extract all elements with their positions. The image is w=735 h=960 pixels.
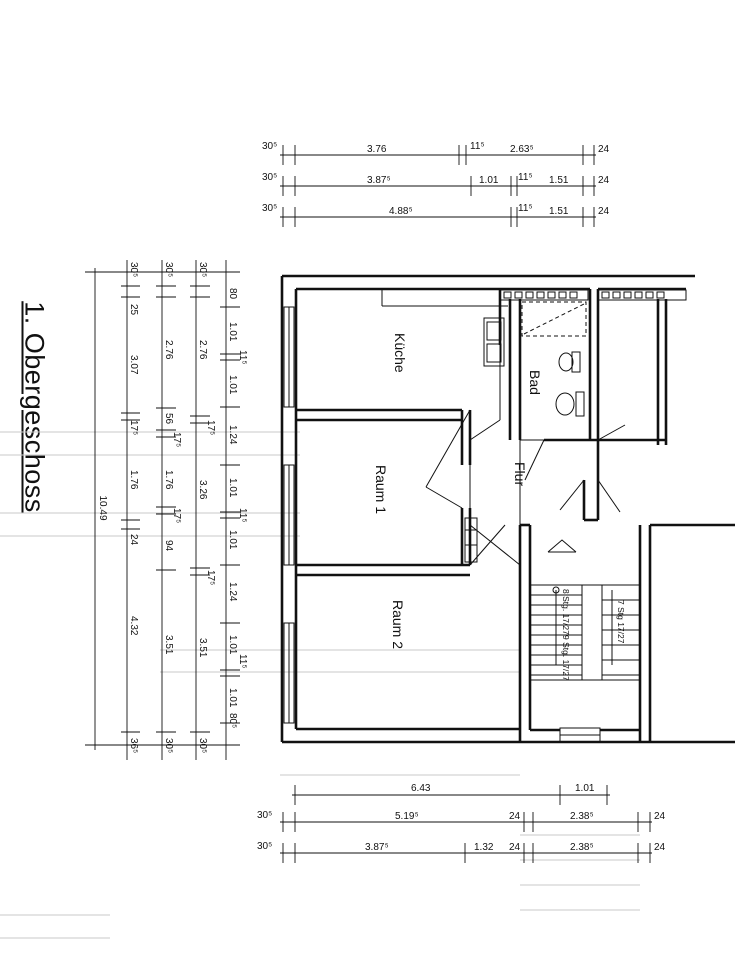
dim-left-c2-2: 56 xyxy=(163,413,174,425)
dim-left-c1-4: 1.76 xyxy=(128,470,139,490)
dim-bottom-3-e: 2.38⁵ xyxy=(570,842,594,853)
dim-top-1-a: 30⁵ xyxy=(262,141,277,152)
dim-left-c3-4: 17⁵ xyxy=(205,570,216,585)
dim-top-2-d: 11⁵ xyxy=(518,172,533,183)
dim-left-c3-3: 3.26 xyxy=(197,480,208,500)
dim-left-c1-5: 24 xyxy=(128,534,139,546)
dim-left-c2-3: 17⁵ xyxy=(171,432,182,447)
dim-top-3-e: 24 xyxy=(598,206,610,217)
dim-bottom-3-b: 3.87⁵ xyxy=(365,842,389,853)
dim-top-2-c: 1.01 xyxy=(479,175,499,186)
dim-top-3-a: 30⁵ xyxy=(262,203,277,214)
dim-bottom-2-a: 30⁵ xyxy=(257,810,272,821)
dim-left-c2-6: 94 xyxy=(163,540,174,552)
windows-left-wall xyxy=(283,306,295,724)
dim-left-c4-12: 80⁵ xyxy=(227,713,238,728)
dim-bottom-3-f: 24 xyxy=(654,842,666,853)
doors xyxy=(425,345,626,566)
dim-left-c2-1: 2.76 xyxy=(163,340,174,360)
dimension-chains-bottom: 6.43 1.01 30⁵ 5.19⁵ 24 2.38⁵ 24 30⁵ 3.87… xyxy=(257,783,666,863)
dim-left-c1-2: 3.07 xyxy=(128,355,139,375)
stair-label-up: 8 Stg. 17/27 xyxy=(561,589,571,635)
dim-left-c2-0: 30⁵ xyxy=(163,262,174,277)
dim-left-c1-6: 4.32 xyxy=(128,616,139,636)
dim-bottom-1-b: 1.01 xyxy=(575,783,595,794)
dim-left-c2-7: 3.51 xyxy=(163,635,174,655)
dim-bottom-2-b: 5.19⁵ xyxy=(395,811,419,822)
stair-label-down: 9 Stg. 17/27 xyxy=(561,635,571,681)
stair-labels: 8 Stg. 17/27 9 Stg. 17/27 7 Stg 17/27 xyxy=(561,589,626,681)
dim-bottom-1-a: 6.43 xyxy=(411,783,431,794)
stair-label-right: 7 Stg 17/27 xyxy=(616,600,626,644)
dim-top-2-a: 30⁵ xyxy=(262,172,277,183)
dim-top-1-b: 3.76 xyxy=(367,144,387,155)
dim-bottom-2-d: 2.38⁵ xyxy=(570,811,594,822)
dim-bottom-2-e: 24 xyxy=(654,811,666,822)
dim-left-c2-5: 17⁵ xyxy=(171,508,182,523)
dim-top-2-e: 1.51 xyxy=(549,175,569,186)
dim-left-c4-9: 1.01 xyxy=(227,635,238,655)
bleed-through-residue xyxy=(0,431,735,939)
dim-top-3-c: 11⁵ xyxy=(518,203,533,214)
room-label-raum2: Raum 2 xyxy=(390,600,406,649)
dim-left-c4-3: 1.01 xyxy=(227,375,238,395)
dim-bottom-3-a: 30⁵ xyxy=(257,841,272,852)
room-label-raum1: Raum 1 xyxy=(373,465,389,514)
room-labels: Küche Bad Flur Raum 1 Raum 2 xyxy=(373,333,543,649)
dim-left-c4-4: 1.24 xyxy=(227,425,238,445)
dim-top-1-d: 2.63⁵ xyxy=(510,144,534,155)
dim-left-c4-7: 1.01 xyxy=(227,530,238,550)
dim-left-c3-5: 3.51 xyxy=(197,638,208,658)
dim-left-c2-8: 30⁵ xyxy=(163,738,174,753)
dim-top-1-c: 11⁵ xyxy=(470,141,485,152)
bathroom-fixtures xyxy=(521,301,587,417)
dim-left-c2-4: 1.76 xyxy=(163,470,174,490)
room-label-bad: Bad xyxy=(527,370,543,395)
window-strips-top xyxy=(499,289,687,301)
dim-left-c4-0: 80 xyxy=(227,288,238,300)
dim-left-c4-5: 1.01 xyxy=(227,478,238,498)
dim-left-c4-6: 11⁵ xyxy=(237,508,248,523)
dim-left-c1-1: 25 xyxy=(128,304,139,316)
kitchen-fixtures xyxy=(381,289,508,367)
dim-left-c3-0: 30⁵ xyxy=(197,262,208,277)
room-label-flur: Flur xyxy=(512,462,528,486)
dim-left-c1-7: 36⁵ xyxy=(128,738,139,753)
dim-left-overall: 10.49 xyxy=(97,495,108,520)
dim-left-c4-2: 11⁵ xyxy=(237,350,248,365)
dimension-chains-left: 10.49 30⁵ 25 3.07 17⁵ 1.76 24 4.32 36⁵ 3… xyxy=(85,260,248,760)
dim-top-2-b: 3.87⁵ xyxy=(367,175,391,186)
dim-left-c4-10: 11⁵ xyxy=(237,654,248,669)
dim-bottom-3-d: 24 xyxy=(509,842,521,853)
dim-bottom-3-c: 1.32 xyxy=(474,842,494,853)
room-label-kueche: Küche xyxy=(392,333,408,373)
dim-top-2-f: 24 xyxy=(598,175,610,186)
dim-top-3-b: 4.88⁵ xyxy=(389,206,413,217)
dim-left-c4-11: 1.01 xyxy=(227,688,238,708)
dim-left-c1-3: 17⁵ xyxy=(128,420,139,435)
staircase xyxy=(530,539,640,743)
dim-left-c1-0: 30⁵ xyxy=(128,262,139,277)
dim-left-c3-1: 2.76 xyxy=(197,340,208,360)
dim-top-3-d: 1.51 xyxy=(549,206,569,217)
dim-left-c3-2: 17⁵ xyxy=(205,420,216,435)
dim-left-c4-8: 1.24 xyxy=(227,582,238,602)
dimension-chains-top: 30⁵ 3.76 11⁵ 2.63⁵ 24 30⁵ 3.87⁵ 1.01 11⁵… xyxy=(262,141,610,227)
dim-top-1-e: 24 xyxy=(598,144,610,155)
dim-bottom-2-c: 24 xyxy=(509,811,521,822)
dim-left-c4-1: 1.01 xyxy=(227,322,238,342)
dim-left-c3-6: 30⁵ xyxy=(197,738,208,753)
